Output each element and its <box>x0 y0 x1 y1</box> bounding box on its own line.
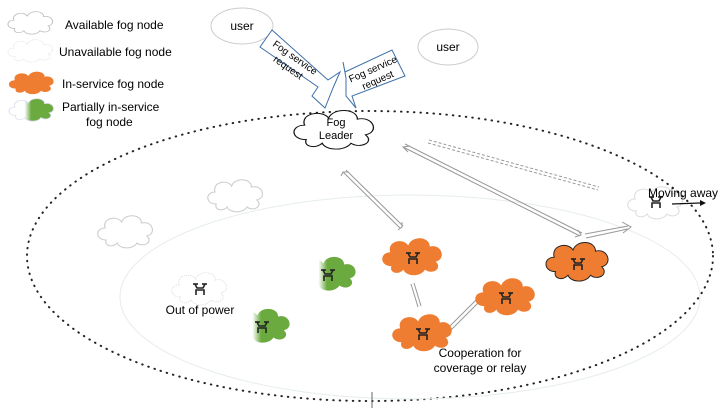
user-label-2: user <box>436 40 459 54</box>
legend-unavailable: Unavailable fog node <box>59 45 172 59</box>
link-edge-moving <box>584 221 632 239</box>
fog-domain-boundary <box>26 110 714 402</box>
partial-cloud-icon <box>8 98 55 122</box>
moving-away-arrow <box>671 202 701 205</box>
arrow-head-icon <box>700 200 706 206</box>
in-service-node-edge <box>545 241 609 282</box>
user-node-1 <box>210 7 274 45</box>
link-leader-edge <box>401 143 583 238</box>
legend-in-service: In-service fog node <box>62 77 164 91</box>
link-coop-diagonal <box>447 297 482 331</box>
user-label-1: user <box>230 19 253 33</box>
available-node-2 <box>97 215 153 249</box>
link-leader-moving <box>427 139 600 191</box>
in-service-cloud-icon <box>8 71 54 95</box>
leader-line1: Fog <box>327 117 346 129</box>
legend-partial-1: Partially in-service <box>62 100 160 114</box>
request-callout-2 <box>342 49 406 109</box>
links <box>340 139 632 331</box>
cooperation-line1: Cooperation for <box>439 346 522 360</box>
service-area-boundary <box>119 194 701 400</box>
legend: Available fog node Unavailable fog node … <box>7 11 172 129</box>
request-callout-1 <box>259 29 342 109</box>
out-of-power-label: Out of power <box>166 303 235 317</box>
legend-partial-2: fog node <box>86 115 133 129</box>
link-coop-vertical <box>410 282 422 308</box>
leader-line2: Leader <box>319 130 354 142</box>
available-node-1 <box>207 179 263 213</box>
unavailable-cloud-icon <box>7 39 54 63</box>
user-node-2 <box>417 28 479 66</box>
link-leader-node <box>340 169 404 231</box>
available-cloud-icon <box>7 11 54 35</box>
moving-away-label: Moving away <box>648 186 718 200</box>
cooperation-line2: coverage or relay <box>434 361 527 375</box>
legend-available: Available fog node <box>65 18 164 32</box>
out-of-power-node <box>171 272 227 306</box>
